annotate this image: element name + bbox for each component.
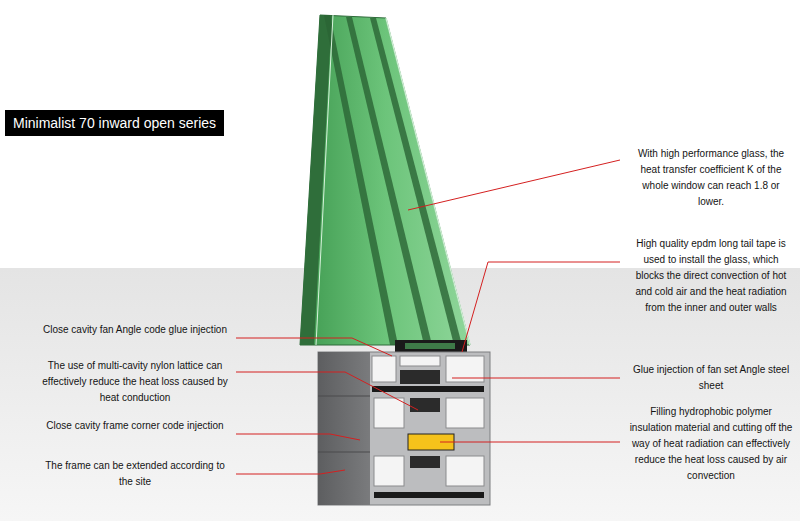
glass-edge xyxy=(300,15,332,345)
callout-text: Close cavity fan Angle code glue injecti… xyxy=(40,322,230,338)
leader-line xyxy=(236,338,392,356)
glass-pane xyxy=(370,18,462,345)
frame-gasket xyxy=(374,492,484,498)
leader-line xyxy=(452,378,620,379)
leader-line xyxy=(236,470,345,474)
cavity xyxy=(446,398,484,428)
profile-edge xyxy=(318,396,370,397)
nylon-lattice xyxy=(400,370,440,384)
callout-text: Filling hydrophobic polymer insulation m… xyxy=(628,404,794,484)
spacer xyxy=(405,343,455,349)
callout-text: The frame can be extended according to t… xyxy=(40,458,230,490)
glass-highlight xyxy=(316,15,333,345)
profile-face xyxy=(318,352,370,505)
sash-gasket xyxy=(372,386,484,392)
leader-line xyxy=(236,372,418,410)
title-banner: Minimalist 70 inward open series xyxy=(5,110,224,136)
nylon-lattice xyxy=(410,398,440,412)
cavity xyxy=(446,456,484,486)
leader-line xyxy=(462,262,620,352)
cavity xyxy=(374,456,404,486)
leader-line xyxy=(440,442,620,443)
glass-unit xyxy=(300,15,470,345)
profile-edge xyxy=(318,452,370,453)
cavity xyxy=(400,356,440,366)
aluminium-profile xyxy=(318,352,490,505)
leader-line xyxy=(236,434,360,440)
leader-line xyxy=(408,160,620,210)
cavity xyxy=(372,356,396,382)
glass-highlight xyxy=(386,18,470,345)
nylon-lattice xyxy=(410,456,440,468)
callout-text: Close cavity frame corner code injection xyxy=(40,418,230,434)
callout-text: The use of multi-cavity nylon lattice ca… xyxy=(40,358,230,406)
glazing-gasket xyxy=(395,340,467,352)
glass-pane xyxy=(346,17,432,345)
callout-text: Glue injection of fan set Angle steel sh… xyxy=(628,362,794,394)
callout-text: High quality epdm long tail tape is used… xyxy=(628,236,794,316)
cavity xyxy=(374,398,404,428)
callout-text: With high performance glass, the heat tr… xyxy=(628,146,794,210)
